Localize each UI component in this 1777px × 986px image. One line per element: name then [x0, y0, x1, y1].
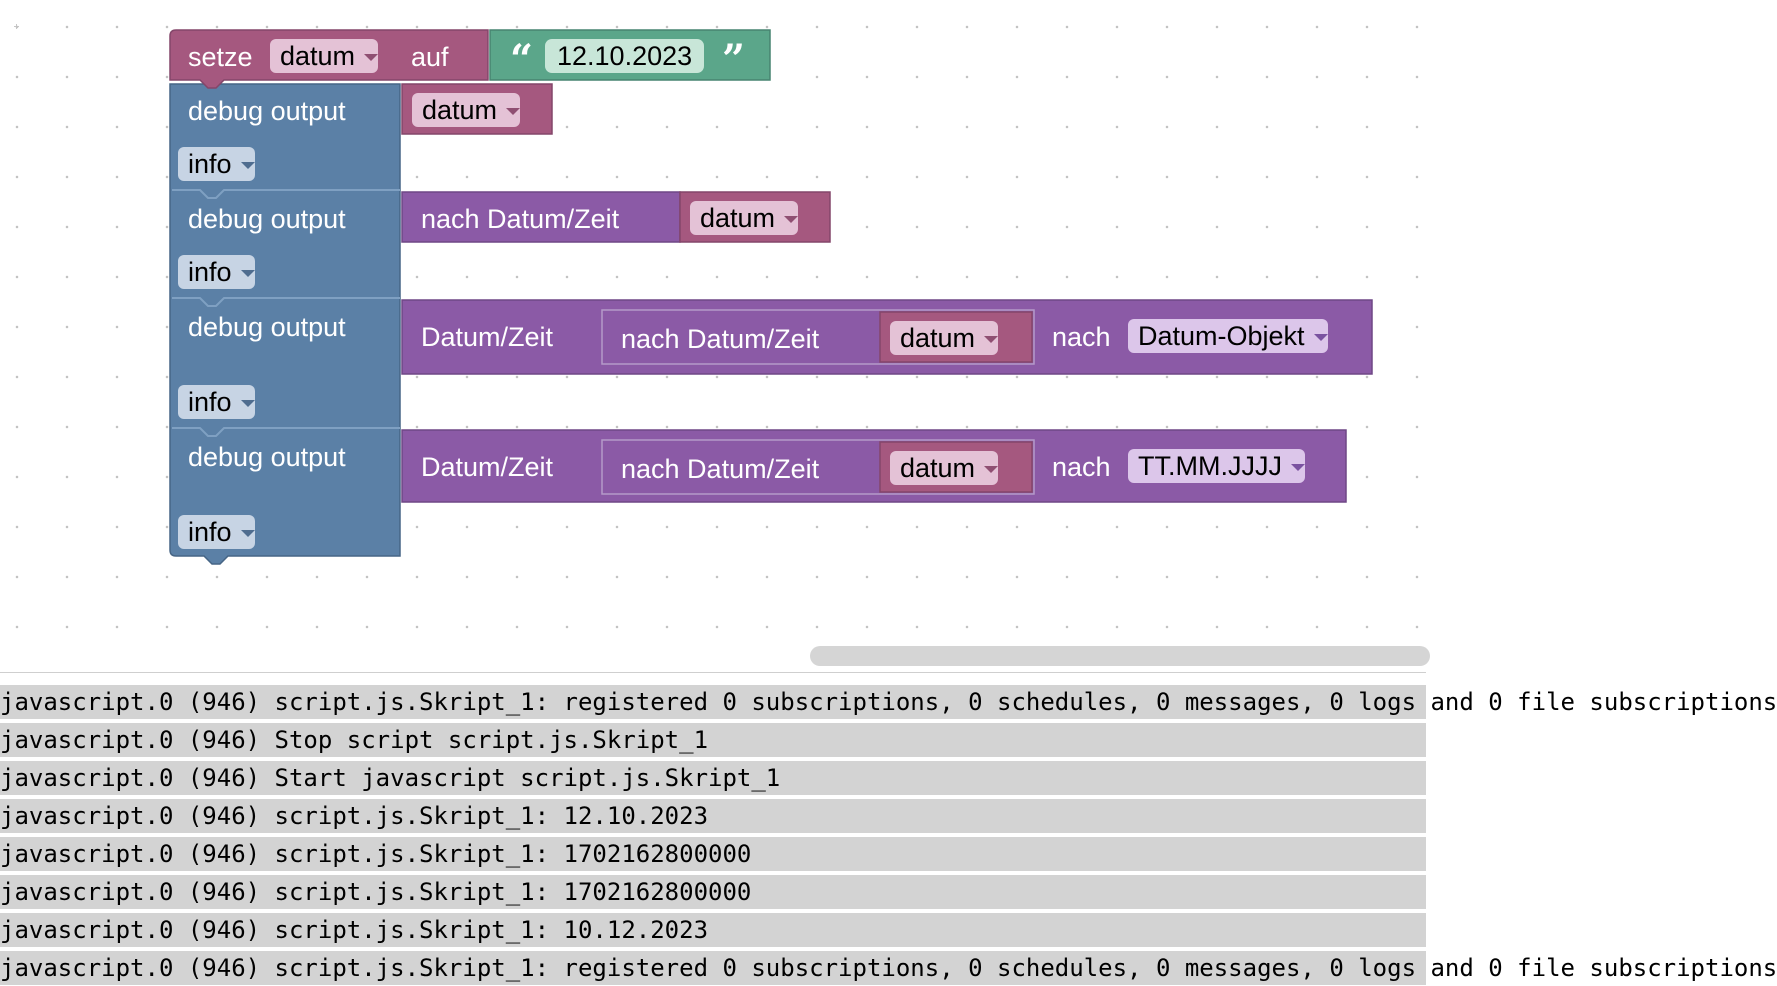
- chevron-down-icon: [984, 466, 999, 474]
- text-value-field[interactable]: 12.10.2023: [545, 39, 705, 73]
- debug-label: debug output: [188, 96, 346, 126]
- variable-dropdown[interactable]: datum: [890, 451, 999, 485]
- to-keyword: auf: [411, 42, 449, 72]
- to-format-label: nach: [1052, 452, 1111, 482]
- chevron-down-icon: [364, 54, 379, 62]
- log-line: javascript.0 (946) Stop script script.js…: [0, 723, 1426, 757]
- log-panel: javascript.0 (946) script.js.Skript_1: r…: [0, 672, 1777, 986]
- log-line: javascript.0 (946) script.js.Skript_1: 1…: [0, 875, 1426, 909]
- variable-dropdown[interactable]: datum: [690, 201, 799, 235]
- convert-label: nach Datum/Zeit: [621, 454, 820, 484]
- datetime-label: Datum/Zeit: [421, 322, 554, 352]
- convert-label: nach Datum/Zeit: [421, 204, 620, 234]
- chevron-down-icon: [240, 400, 255, 408]
- chevron-down-icon: [240, 162, 255, 170]
- log-line: javascript.0 (946) Start javascript scri…: [0, 761, 1426, 795]
- convert-block-shape: [401, 191, 681, 243]
- log-line: javascript.0 (946) script.js.Skript_1: r…: [0, 685, 1777, 719]
- debug-label: debug output: [188, 312, 346, 342]
- debug-label: debug output: [188, 204, 346, 234]
- variable-dropdown[interactable]: datum: [890, 321, 999, 355]
- chevron-down-icon: [1313, 334, 1328, 342]
- quote-open-icon: “: [510, 36, 534, 83]
- horizontal-scrollbar[interactable]: [810, 646, 1430, 666]
- convert-label: nach Datum/Zeit: [621, 324, 820, 354]
- format-dropdown[interactable]: Datum-Objekt: [1128, 319, 1328, 353]
- blockly-workspace[interactable]: setze datum auf “ 12.10.2023 ” debug out…: [0, 0, 1430, 670]
- variable-dropdown[interactable]: datum: [412, 93, 521, 127]
- chevron-down-icon: [240, 270, 255, 278]
- log-line: javascript.0 (946) script.js.Skript_1: r…: [0, 951, 1777, 985]
- log-level-dropdown[interactable]: info: [178, 147, 255, 181]
- quote-close-icon: ”: [722, 36, 746, 83]
- set-keyword: setze: [188, 42, 253, 72]
- log-line: javascript.0 (946) script.js.Skript_1: 1…: [0, 799, 1426, 833]
- variable-dropdown[interactable]: datum: [270, 39, 379, 73]
- chevron-down-icon: [984, 336, 999, 344]
- chevron-down-icon: [1290, 464, 1305, 472]
- chevron-down-icon: [784, 216, 799, 224]
- log-line: javascript.0 (946) script.js.Skript_1: 1…: [0, 837, 1426, 871]
- chevron-down-icon: [240, 530, 255, 538]
- chevron-down-icon: [506, 108, 521, 116]
- to-format-label: nach: [1052, 322, 1111, 352]
- log-line: javascript.0 (946) script.js.Skript_1: 1…: [0, 913, 1426, 947]
- log-level-dropdown[interactable]: info: [178, 385, 255, 419]
- debug-stack-shape: [169, 83, 401, 565]
- debug-label: debug output: [188, 442, 346, 472]
- log-level-dropdown[interactable]: info: [178, 255, 255, 289]
- format-dropdown[interactable]: TT.MM.JJJJ: [1128, 449, 1305, 483]
- datetime-label: Datum/Zeit: [421, 452, 554, 482]
- log-level-dropdown[interactable]: info: [178, 515, 255, 549]
